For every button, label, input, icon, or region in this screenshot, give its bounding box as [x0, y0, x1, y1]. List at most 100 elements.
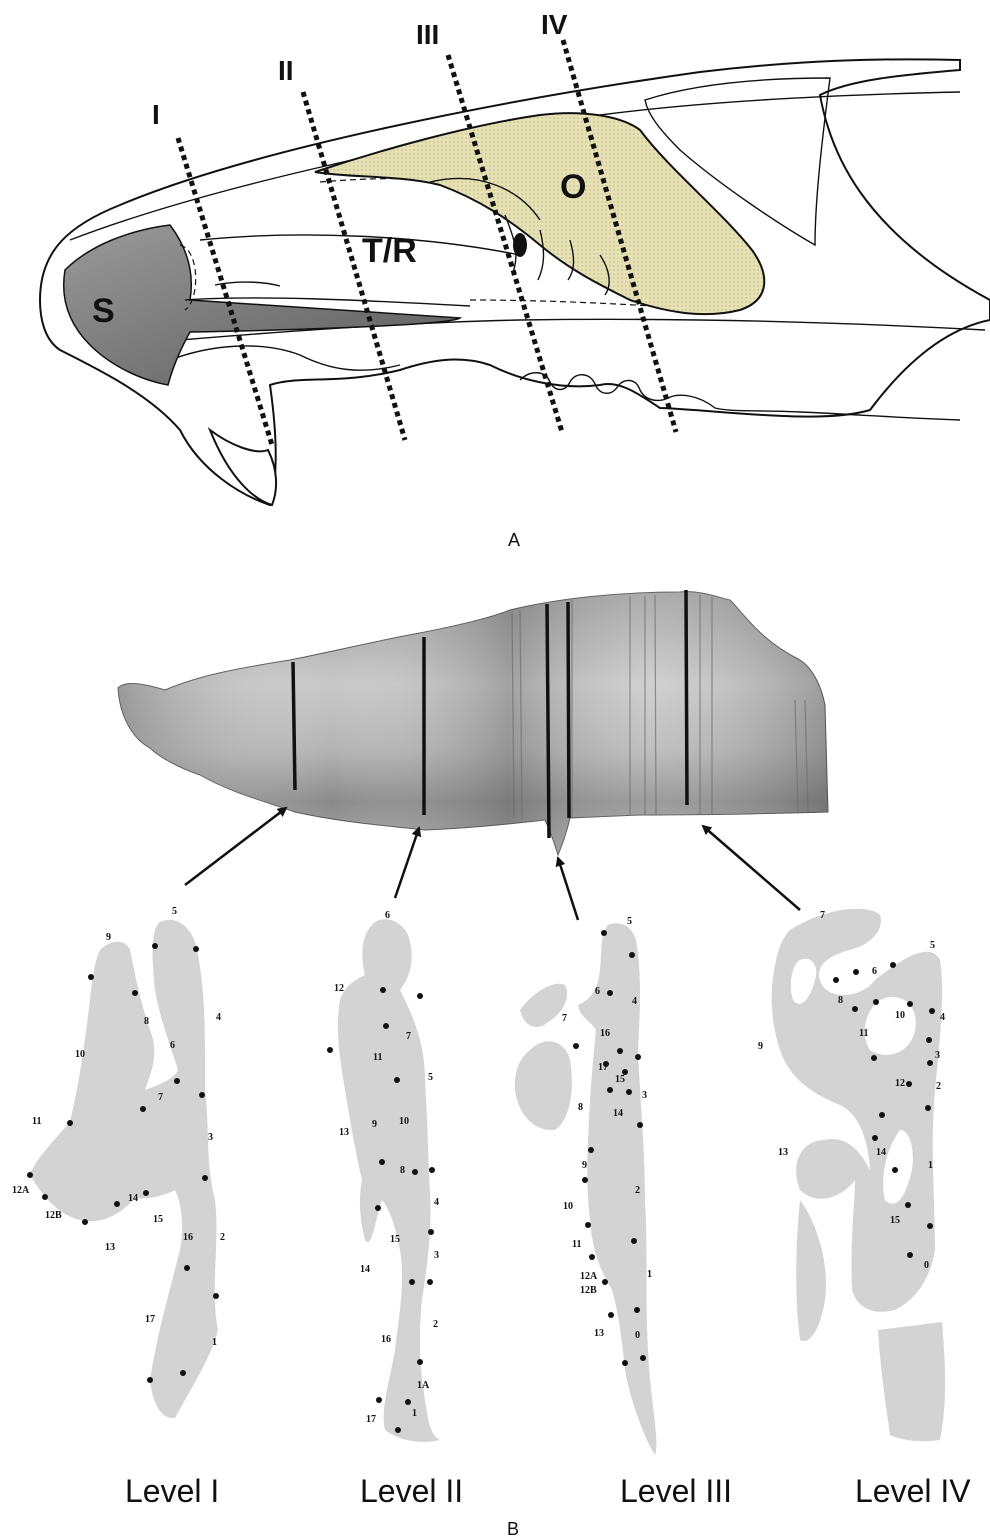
lm-level-i-11: 11 [32, 1116, 41, 1127]
lm-level-iii-8: 8 [578, 1102, 583, 1113]
lm-level-ii-7: 7 [406, 1031, 411, 1042]
section-shape-level-ii [338, 919, 440, 1442]
section-level-iii: 5 6 4 7 16 17 15 3 8 14 9 2 10 11 1 12A … [515, 916, 732, 1509]
lm-level-ii-12: 12 [334, 983, 344, 994]
arrow-level-i [185, 808, 286, 885]
lm-level-i-1: 1 [212, 1337, 217, 1348]
section-label-i: I [152, 99, 160, 130]
lm-level-iii-9: 9 [582, 1160, 587, 1171]
lm-level-iv-8: 8 [838, 995, 843, 1006]
lm-level-ii-3: 3 [434, 1250, 439, 1261]
lm-level-iii-0: 0 [635, 1330, 640, 1341]
lm-level-iv-10: 10 [895, 1010, 905, 1021]
lm-level-ii-4: 4 [434, 1197, 439, 1208]
lm-level-iv-7: 7 [820, 910, 825, 921]
region-label-tr: T/R [362, 232, 417, 270]
lm-level-iv-6: 6 [872, 966, 877, 977]
lm-level-i-6: 6 [170, 1040, 175, 1051]
lm-level-i-12b: 12B [45, 1210, 62, 1221]
lm-level-i-12a: 12A [12, 1185, 30, 1196]
lm-level-ii-15: 15 [390, 1234, 400, 1245]
level-title-ii: Level II [360, 1473, 463, 1509]
lm-level-iv-9: 9 [758, 1041, 763, 1052]
lm-level-iii-3: 3 [642, 1090, 647, 1101]
lm-level-iii-5: 5 [627, 916, 632, 927]
lm-level-iv-15: 15 [890, 1215, 900, 1226]
lm-level-ii-11: 11 [373, 1052, 382, 1063]
lm-level-ii-10: 10 [399, 1116, 409, 1127]
panel-a-skull-diagram: I II III IV S T/R O A [40, 9, 990, 550]
lm-level-iii-16: 16 [600, 1028, 610, 1039]
panel-b-letter: B [507, 1519, 519, 1539]
section-label-ii: II [278, 55, 294, 86]
lm-level-i-8: 8 [144, 1016, 149, 1027]
cast-level-iii-line-b [568, 602, 569, 818]
cast-level-iii-line-a [547, 604, 549, 838]
lm-level-i-16: 16 [183, 1232, 193, 1243]
lm-level-iv-1: 1 [928, 1160, 933, 1171]
lm-level-ii-13: 13 [339, 1127, 349, 1138]
arrow-level-iv [703, 826, 800, 910]
lm-level-i-13: 13 [105, 1242, 115, 1253]
lm-level-i-17: 17 [145, 1314, 155, 1325]
lm-level-ii-2: 2 [433, 1319, 438, 1330]
lm-level-iii-2: 2 [635, 1185, 640, 1196]
lm-level-ii-17: 17 [366, 1414, 376, 1425]
lm-level-ii-16: 16 [381, 1334, 391, 1345]
lm-level-iv-14: 14 [876, 1147, 886, 1158]
level-title-iv: Level IV [855, 1473, 971, 1509]
lm-level-i-3: 3 [208, 1132, 213, 1143]
lm-level-iv-0: 0 [924, 1260, 929, 1271]
lm-level-iv-3: 3 [935, 1050, 940, 1061]
lm-level-iv-11: 11 [859, 1028, 868, 1039]
level-title-iii: Level III [620, 1473, 732, 1509]
lm-level-i-15: 15 [153, 1214, 163, 1225]
arrow-level-ii [395, 828, 419, 898]
lm-level-iv-13: 13 [778, 1147, 788, 1158]
lm-level-ii-1: 1 [412, 1408, 417, 1419]
lm-level-i-7: 7 [158, 1092, 163, 1103]
section-shape-level-i [30, 920, 218, 1418]
section-level-ii: 6 12 7 11 5 13 9 10 8 4 15 3 14 2 16 1A … [327, 910, 463, 1509]
panel-a-letter: A [508, 530, 520, 550]
lm-level-iii-10: 10 [563, 1201, 573, 1212]
lm-level-iii-15: 15 [615, 1074, 625, 1085]
lm-level-ii-8: 8 [400, 1165, 405, 1176]
cast-level-i-line [293, 662, 295, 790]
lm-level-ii-1a: 1A [417, 1380, 430, 1391]
lm-level-i-2: 2 [220, 1232, 225, 1243]
lm-level-iv-4: 4 [940, 1012, 945, 1023]
lm-level-iv-12: 12 [895, 1078, 905, 1089]
lm-level-i-14: 14 [128, 1193, 138, 1204]
lm-level-iii-7: 7 [562, 1013, 567, 1024]
section-label-iv: IV [541, 9, 568, 40]
lm-level-ii-6: 6 [385, 910, 390, 921]
lm-level-ii-5: 5 [428, 1072, 433, 1083]
panel-b-cast [118, 590, 828, 920]
lm-level-iii-1: 1 [647, 1269, 652, 1280]
section-level-i: 5 9 8 4 10 6 7 3 11 12A 12B 14 15 16 2 1… [12, 906, 225, 1509]
lm-level-iv-2: 2 [936, 1081, 941, 1092]
lm-level-iv-5: 5 [930, 940, 935, 951]
lm-level-i-9: 9 [106, 932, 111, 943]
lm-level-ii-14: 14 [360, 1264, 370, 1275]
region-label-o: O [560, 168, 586, 206]
lm-level-ii-9: 9 [372, 1119, 377, 1130]
level-title-i: Level I [125, 1473, 219, 1509]
lm-level-iii-11: 11 [572, 1239, 581, 1250]
cast-level-iv-line [686, 590, 687, 805]
arrow-level-iii [558, 858, 578, 920]
lm-level-iii-13: 13 [594, 1328, 604, 1339]
lm-level-iii-12b: 12B [580, 1285, 597, 1296]
lm-level-i-4: 4 [216, 1012, 221, 1023]
lm-level-iii-6: 6 [595, 986, 600, 997]
section-level-iv: 7 5 6 8 4 10 11 9 3 12 2 13 14 1 15 0 Le… [758, 909, 971, 1509]
section-label-iii: III [416, 19, 439, 50]
lm-level-i-5: 5 [172, 906, 177, 917]
section-shape-level-iv [772, 909, 945, 1441]
lm-level-iii-12a: 12A [580, 1271, 598, 1282]
ethmoid-foramen [513, 233, 527, 257]
lm-level-i-10: 10 [75, 1049, 85, 1060]
region-label-s: S [92, 292, 115, 330]
